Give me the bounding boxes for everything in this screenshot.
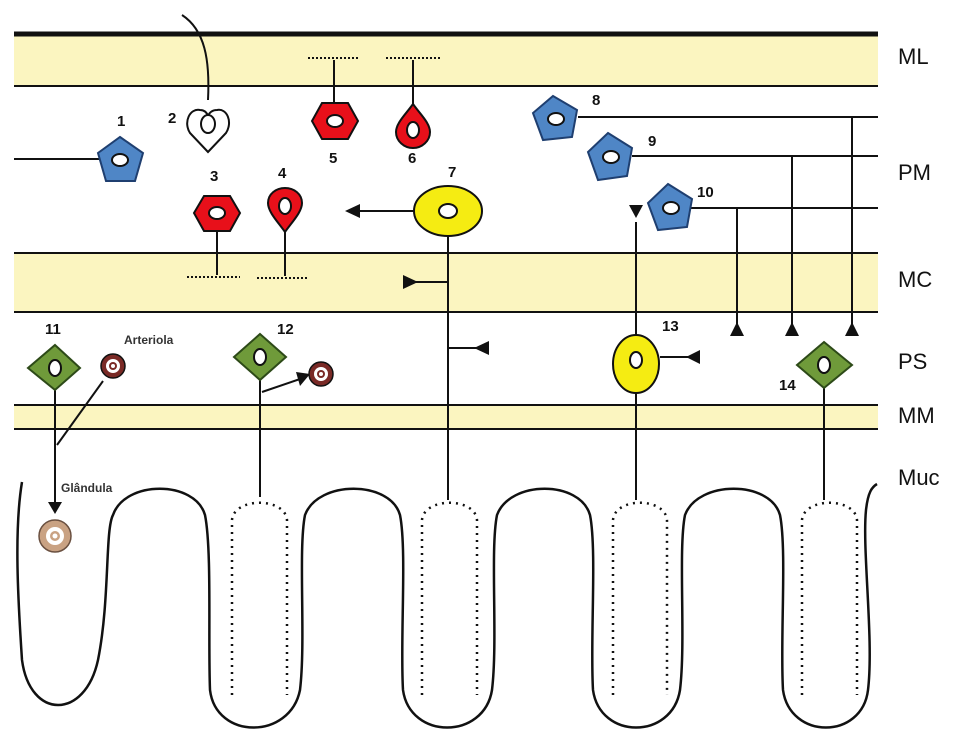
neuron-7-yellow-oval: [414, 186, 482, 236]
neuron-5-red-hexagon: [312, 103, 358, 139]
glandula-label: Glândula: [61, 481, 112, 495]
layer-label-muc: Muc: [898, 465, 940, 491]
terminal-10: [730, 322, 744, 336]
terminal-7-left: [345, 204, 360, 218]
neuron-number-9: 9: [648, 133, 656, 150]
neuron-6-red-drop: [396, 104, 430, 148]
layer-label-mm: MM: [898, 403, 935, 429]
mucosa-villi-outline: [17, 482, 877, 728]
neuron-1-blue-pentagon: [98, 137, 143, 181]
ml-band: [14, 34, 878, 86]
terminal-13-up: [629, 205, 643, 218]
neuron-number-5: 5: [329, 150, 337, 167]
neuron-14-green-diamond: [797, 342, 852, 388]
terminal-11-gland: [48, 502, 62, 514]
neuron-8-blue-pentagon: [533, 96, 577, 140]
terminal-7-ps: [474, 341, 489, 355]
arteriole-circle-12: [309, 362, 333, 386]
terminal-9: [785, 322, 799, 336]
neuron-10-blue-pentagon: [648, 184, 692, 230]
neuron-number-7: 7: [448, 164, 456, 181]
neuron-number-6: 6: [408, 150, 416, 167]
neuron-number-10: 10: [697, 184, 714, 201]
neuron-2-white-heart: [187, 110, 229, 152]
neuron-13-yellow-oval: [613, 335, 659, 393]
villus-dotted-lines: [232, 503, 857, 695]
layer-label-ml: ML: [898, 44, 929, 70]
terminal-13-right: [686, 350, 700, 364]
gland-circle: [39, 520, 71, 552]
neuron-4-red-drop: [268, 188, 302, 232]
neuron-number-3: 3: [210, 168, 218, 185]
neuron-number-4: 4: [278, 165, 286, 182]
layer-label-pm: PM: [898, 160, 931, 186]
mm-band: [14, 405, 878, 429]
neuron-12-green-diamond: [234, 334, 286, 380]
neuron-number-12: 12: [277, 321, 294, 338]
layer-label-mc: MC: [898, 267, 932, 293]
neuron-number-1: 1: [117, 113, 125, 130]
neuron-number-13: 13: [662, 318, 679, 335]
layer-label-ps: PS: [898, 349, 927, 375]
arteriola-label: Arteriola: [124, 333, 173, 347]
terminal-12: [296, 372, 310, 386]
arteriole-circle-11: [101, 354, 125, 378]
neuron-number-14: 14: [779, 377, 796, 394]
neuron-9-blue-pentagon: [588, 133, 632, 180]
neuron-3-red-hexagon: [194, 196, 240, 231]
neuron-number-2: 2: [168, 110, 176, 127]
terminal-8: [845, 322, 859, 336]
neuron-number-11: 11: [45, 321, 61, 338]
neuron-number-8: 8: [592, 92, 600, 109]
neuron-11-green-diamond: [28, 345, 80, 390]
